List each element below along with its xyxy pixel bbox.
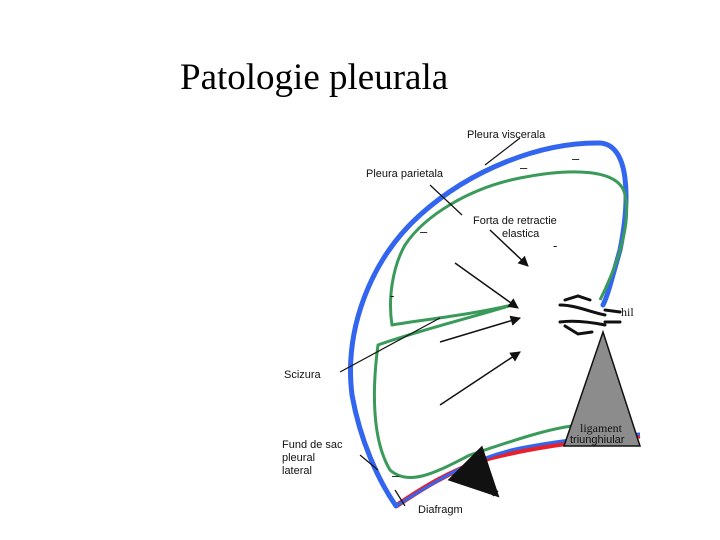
leader-lines [339, 137, 521, 507]
slide-title: Patologie pleurala [180, 57, 449, 98]
label-forta-1: Forta de retractie [473, 215, 557, 227]
hilum-bronchi [558, 294, 622, 336]
label-ligament-1: ligament [580, 421, 623, 435]
triangular-ligament [562, 329, 642, 447]
label-fund-3: lateral [282, 465, 312, 477]
diaphragm-arrow [447, 445, 500, 498]
retraction-arrows [439, 229, 529, 406]
pressure-sign: – [392, 468, 400, 483]
label-scizura: Scizura [284, 369, 322, 381]
label-hil: hil [621, 305, 634, 319]
pressure-sign: – [572, 151, 580, 166]
pressure-sign: – [420, 224, 428, 239]
label-pleura-viscerala: Pleura viscerala [467, 129, 546, 141]
pressure-sign: - [553, 238, 557, 253]
pressure-sign: – [520, 160, 528, 175]
visceral-pleura-line [372, 170, 629, 480]
label-diafragm: Diafragm [418, 504, 463, 516]
label-fund-2: pleural [282, 452, 315, 464]
label-fund-1: Fund de sac [282, 439, 343, 451]
label-pleura-parietala: Pleura parietala [366, 168, 444, 180]
label-forta-2: elastica [502, 228, 540, 240]
label-ligament-2: triunghiular [570, 434, 625, 446]
pressure-sign: - [390, 288, 394, 303]
